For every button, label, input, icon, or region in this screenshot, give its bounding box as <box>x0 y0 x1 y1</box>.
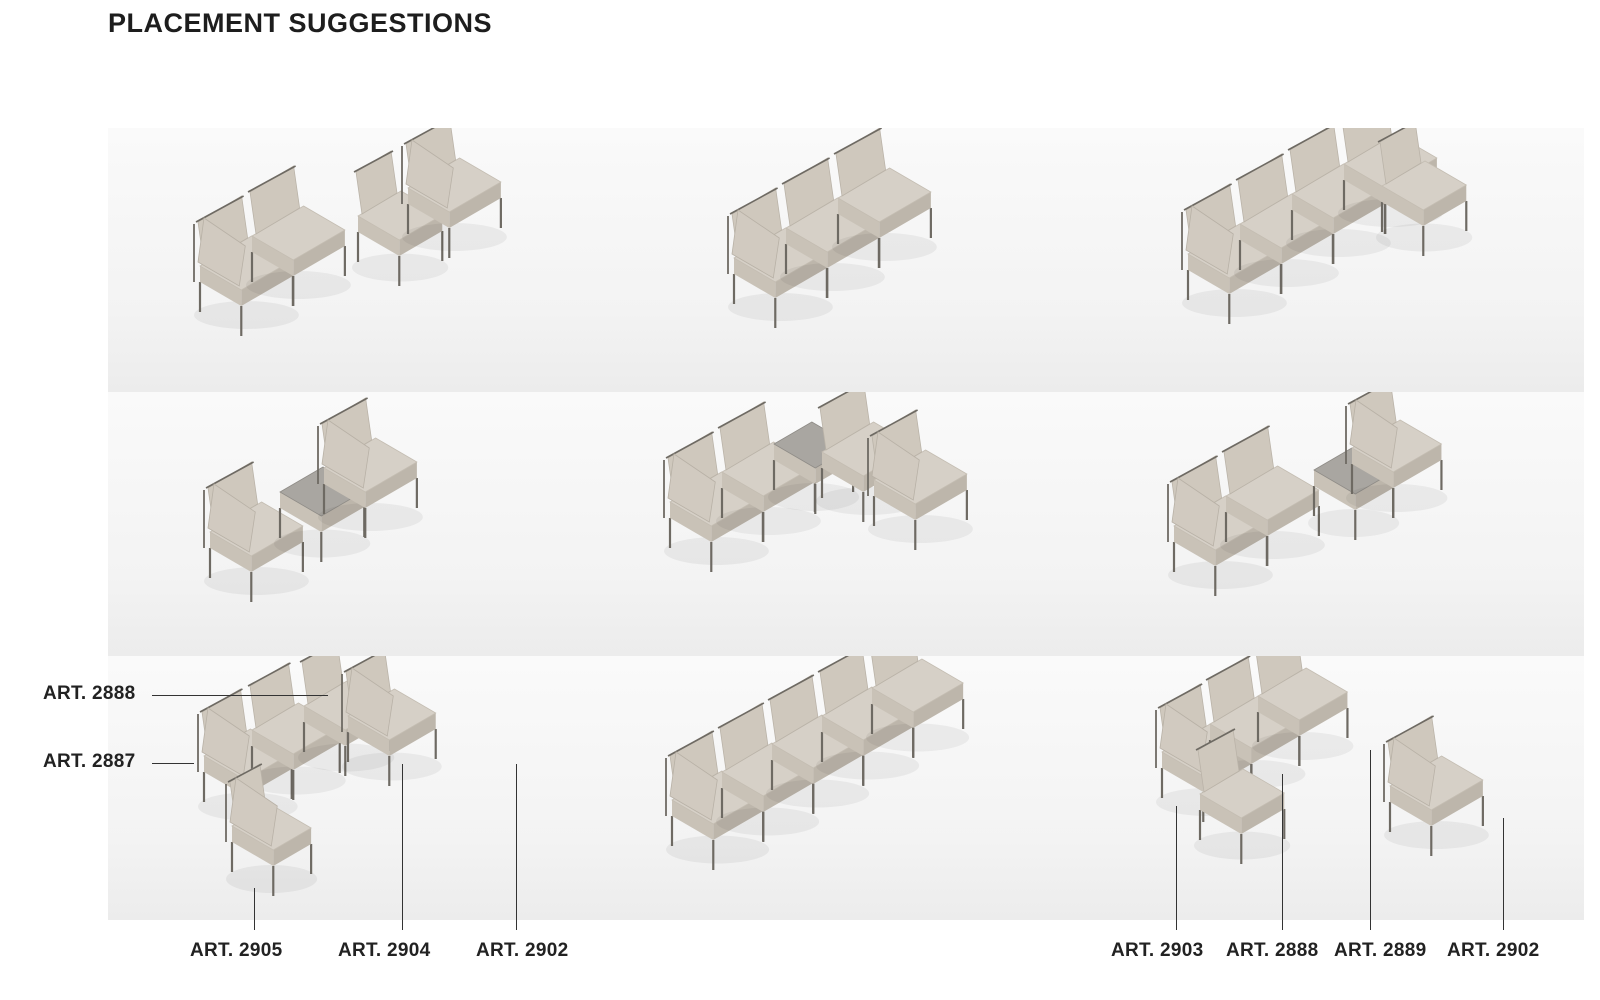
leader-line <box>254 888 255 930</box>
sofa-module <box>1220 425 1325 566</box>
placement-tile <box>108 128 600 392</box>
leader-line <box>1370 750 1371 930</box>
sofa-module <box>1234 153 1339 294</box>
label-art-2904: ART. 2904 <box>338 940 431 961</box>
leader-line <box>516 764 517 930</box>
page-title: PLACEMENT SUGGESTIONS <box>108 8 493 38</box>
sofa-module <box>341 656 442 786</box>
sofa-module <box>1376 128 1473 256</box>
label-art-2888-right: ART. 2888 <box>1226 940 1319 961</box>
sofa-illustration <box>203 397 423 602</box>
sofa-module <box>317 397 423 538</box>
sofa-module <box>401 128 507 258</box>
placement-tile <box>1092 392 1584 656</box>
leader-line <box>152 695 328 696</box>
placement-tile <box>600 392 1092 656</box>
sofa-illustration <box>663 392 973 572</box>
placement-tile <box>600 656 1092 920</box>
sofa-module <box>832 128 937 268</box>
sofa-module <box>766 674 870 814</box>
sofa-module <box>203 461 309 602</box>
placement-tile <box>1092 128 1584 392</box>
sofa-illustration <box>1167 392 1448 596</box>
sofa-module <box>193 195 299 336</box>
placement-tile <box>108 392 600 656</box>
sofa-module <box>225 763 318 896</box>
label-art-2903: ART. 2903 <box>1111 940 1204 961</box>
sofa-module <box>665 730 770 870</box>
leader-line <box>1176 806 1177 930</box>
label-art-2888-left: ART. 2888 <box>43 683 136 704</box>
sofa-illustration <box>1181 128 1473 324</box>
leader-line <box>1503 818 1504 930</box>
sofa-illustration <box>665 656 970 870</box>
sofa-module <box>1167 455 1273 596</box>
label-art-2889: ART. 2889 <box>1334 940 1427 961</box>
label-art-2887-left: ART. 2887 <box>43 751 136 772</box>
label-art-2902-right: ART. 2902 <box>1447 940 1540 961</box>
sofa-module <box>1252 656 1354 766</box>
label-art-2905: ART. 2905 <box>190 940 283 961</box>
sofa-module <box>867 409 973 550</box>
leader-line <box>1282 774 1283 930</box>
placement-tile <box>1092 656 1584 920</box>
label-art-2902-left: ART. 2902 <box>476 940 569 961</box>
leader-line <box>402 764 403 930</box>
sofa-module <box>1345 392 1448 518</box>
sofa-module <box>1181 183 1287 324</box>
sofa-module <box>246 165 351 306</box>
placement-tile <box>108 656 600 920</box>
sofa-illustration <box>1155 656 1489 864</box>
sofa-module <box>1194 728 1291 864</box>
sofa-illustration <box>193 128 507 336</box>
sofa-illustration <box>197 656 442 896</box>
sofa-module <box>1383 715 1489 856</box>
sofa-module <box>866 656 970 758</box>
placement-grid <box>108 128 1584 920</box>
placement-tile <box>600 128 1092 392</box>
leader-line <box>152 763 194 764</box>
sofa-illustration <box>727 128 937 328</box>
